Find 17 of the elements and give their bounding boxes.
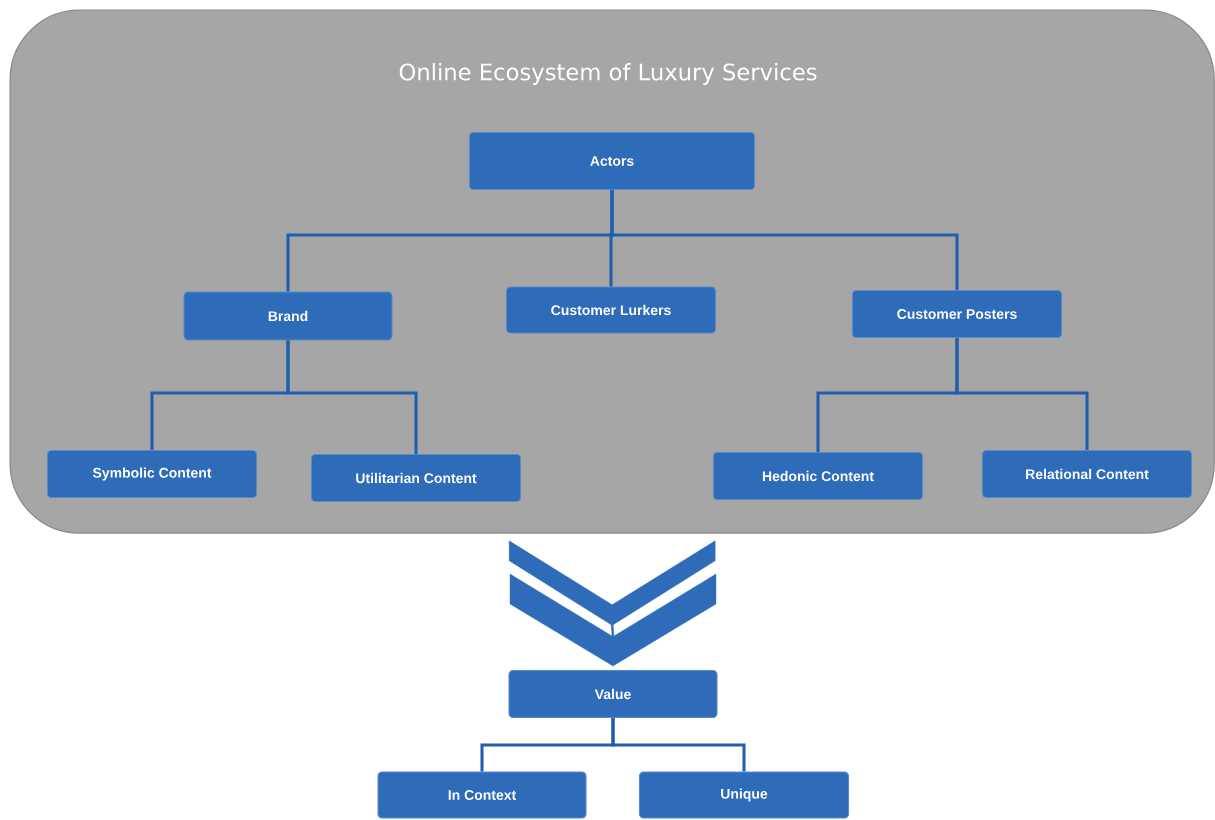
process-box: Utilitarian Content (310, 454, 522, 502)
process-box: Customer Lurkers (505, 286, 717, 334)
process-box: Hedonic Content (712, 452, 924, 500)
process-box: Relational Content (981, 450, 1193, 498)
process-box: Symbolic Content (46, 450, 258, 498)
band-title: Online Ecosystem of Luxury Services (399, 63, 817, 85)
connector-line (955, 338, 1089, 450)
process-box: Customer Posters (851, 290, 1063, 338)
chevron-arrow (508, 540, 717, 667)
connector-line (611, 718, 746, 772)
process-box: Unique (638, 771, 850, 819)
process-box: Value (508, 670, 718, 718)
process-box: In Context (377, 771, 587, 819)
process-box: Brand (183, 291, 393, 341)
connector-line (610, 190, 959, 290)
connector-line (286, 340, 418, 454)
process-box: Actors (468, 131, 756, 191)
